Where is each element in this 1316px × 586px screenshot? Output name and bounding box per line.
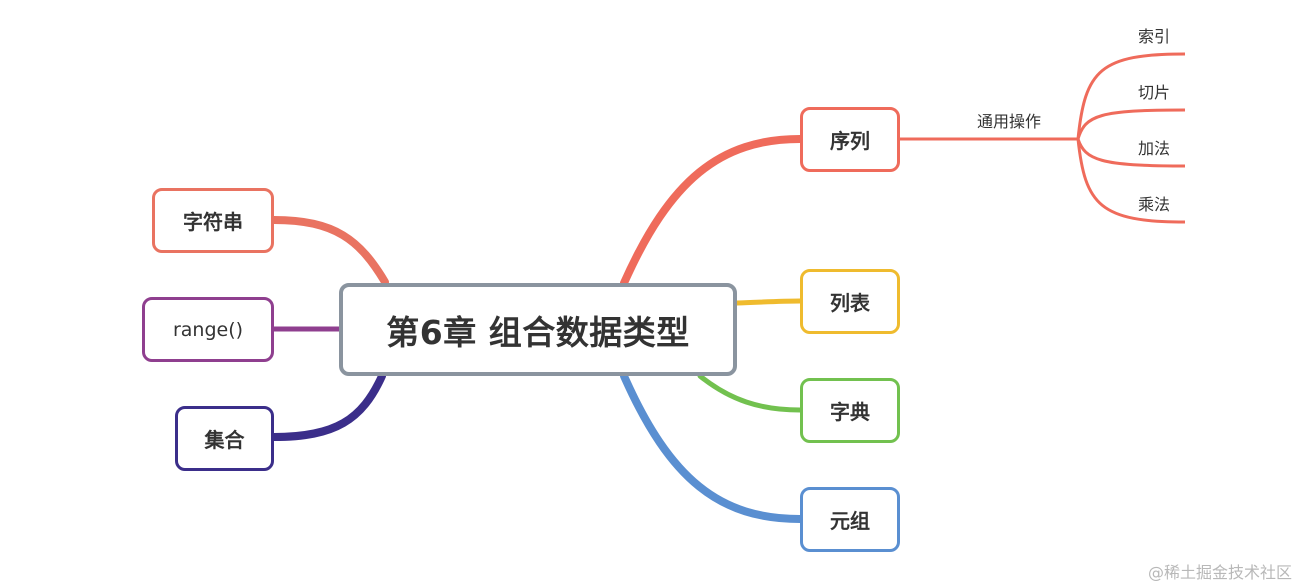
topic-set[interactable]: 集合 [175, 406, 274, 471]
connector-string [270, 216, 389, 286]
topic-range[interactable]: range() [142, 297, 274, 362]
subtopic-common-ops[interactable]: 通用操作 [977, 112, 1042, 131]
connector-sequence [620, 135, 804, 287]
connector-add [1076, 138, 1186, 168]
subtopic-index[interactable]: 索引 [1138, 27, 1171, 46]
watermark: @稀土掘金技术社区 [1148, 563, 1293, 582]
connector-set [270, 372, 386, 441]
subtopic-slice[interactable]: 切片 [1138, 83, 1171, 102]
connector-slice [1076, 108, 1186, 140]
subtopic-add[interactable]: 加法 [1138, 139, 1171, 158]
connector-dict [697, 373, 803, 413]
topic-sequence[interactable]: 序列 [800, 107, 900, 172]
connector-index [1076, 52, 1186, 140]
connector-mul [1076, 138, 1186, 224]
topic-list[interactable]: 列表 [800, 269, 900, 334]
topic-dict[interactable]: 字典 [800, 378, 900, 443]
connector-list [734, 298, 803, 306]
subtopic-mul[interactable]: 乘法 [1138, 195, 1171, 214]
topic-string[interactable]: 字符串 [152, 188, 274, 253]
center-topic[interactable]: 第6章 组合数据类型 [339, 283, 737, 376]
connector-tuple [620, 372, 804, 523]
topic-tuple[interactable]: 元组 [800, 487, 900, 552]
